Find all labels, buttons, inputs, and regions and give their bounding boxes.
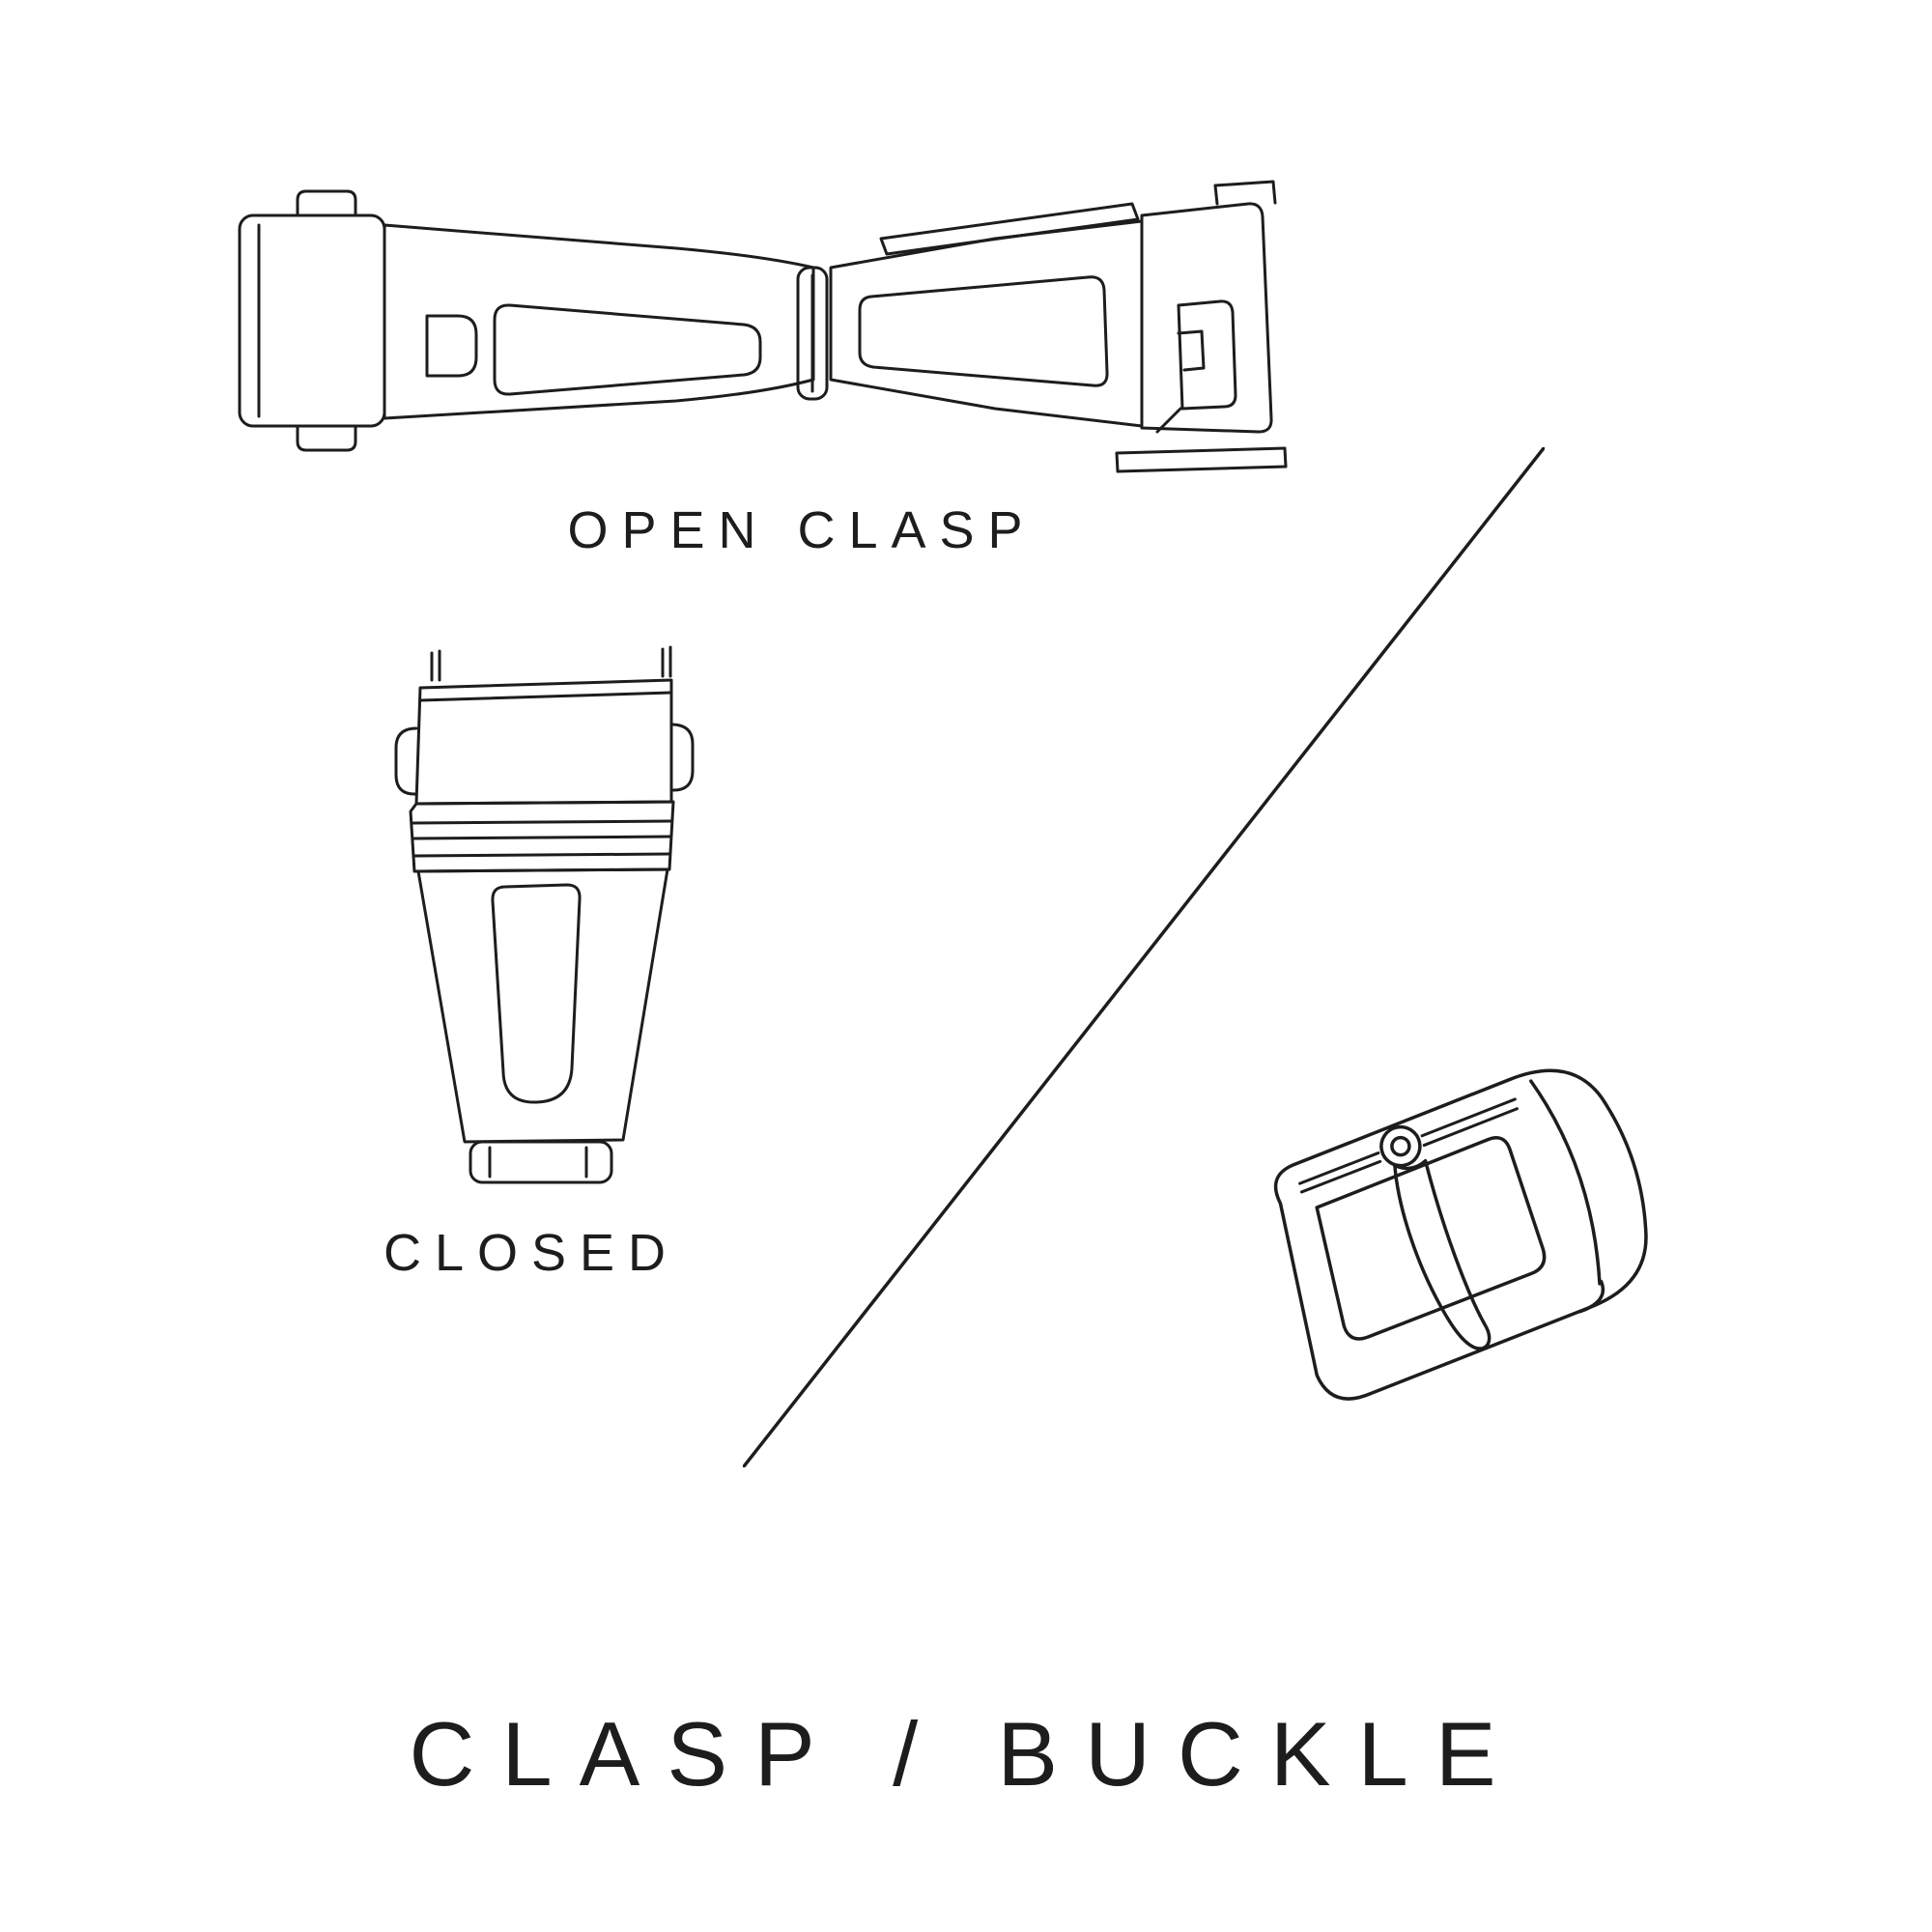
closed-clasp-label: CLOSED bbox=[383, 1224, 680, 1282]
closed-clasp-body bbox=[416, 867, 669, 1144]
buckle-frame bbox=[1273, 1068, 1648, 1401]
open-clasp-left-plate bbox=[383, 223, 815, 420]
open-clasp-label: OPEN CLASP bbox=[567, 501, 1037, 559]
closed-clasp-top-box bbox=[394, 678, 695, 806]
page-title: CLASP / BUCKLE bbox=[409, 1703, 1523, 1804]
closed-clasp-foot bbox=[469, 1140, 613, 1184]
closed-clasp-band bbox=[409, 800, 675, 873]
open-clasp-right-end-plate bbox=[1115, 180, 1288, 473]
buckle-illustration bbox=[1273, 1068, 1648, 1401]
buckle-axle bbox=[1298, 1097, 1519, 1194]
open-clasp-center-hinge bbox=[796, 266, 829, 401]
open-clasp-illustration bbox=[238, 180, 1288, 473]
diagonal-divider bbox=[743, 447, 1545, 1467]
open-clasp-left-fold-block bbox=[238, 189, 386, 452]
buckle-figure bbox=[1225, 1055, 1679, 1451]
open-clasp-right-plate bbox=[829, 202, 1144, 428]
closed-clasp-figure bbox=[382, 645, 700, 1186]
closed-clasp-prongs bbox=[430, 645, 672, 682]
buckle-pin bbox=[1379, 1124, 1492, 1350]
closed-clasp-illustration bbox=[394, 645, 695, 1184]
open-clasp-figure bbox=[222, 179, 1294, 488]
divider-line bbox=[743, 447, 1545, 1467]
